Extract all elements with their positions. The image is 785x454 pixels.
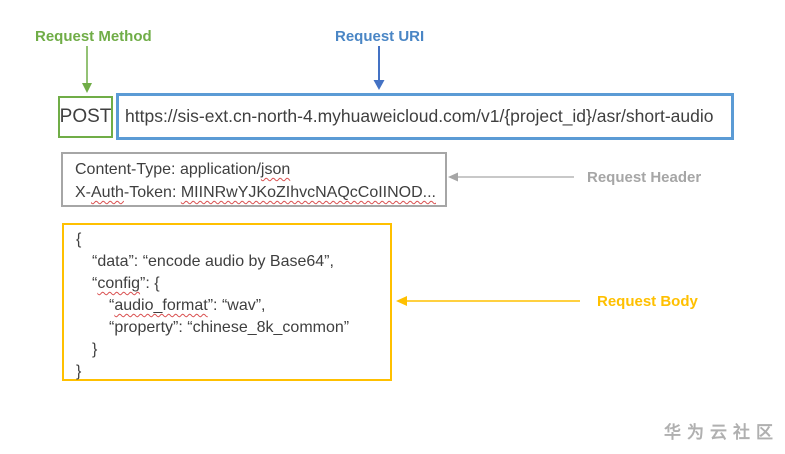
audio-format-key-text: audio_format <box>114 297 208 314</box>
code-text: “ <box>109 297 115 314</box>
request-uri-box: https://sis-ext.cn-north-4.myhuaweicloud… <box>116 93 734 140</box>
body-open-brace-line: { <box>64 229 390 251</box>
body-data-line: “data”: “encode audio by Base64”, <box>64 251 390 273</box>
request-method-box: POST <box>58 96 113 138</box>
request-method-arrow-icon <box>82 46 92 93</box>
request-header-arrow-icon <box>448 172 574 182</box>
request-body-arrow-icon <box>396 296 580 306</box>
request-uri-label: Request URI <box>335 28 425 45</box>
content-type-json: json <box>260 161 291 178</box>
code-text: “ <box>92 275 98 292</box>
body-property-line: “property”: “chinese_8k_common” <box>64 317 390 339</box>
request-method-value: POST <box>59 106 112 127</box>
code-text: { <box>76 231 82 248</box>
request-method-label: Request Method <box>35 28 152 45</box>
code-text: “property”: “chinese_8k_common” <box>109 319 350 336</box>
code-text: ”: { <box>140 275 160 292</box>
auth-prefix-text: X- <box>75 184 91 201</box>
request-uri-arrow-icon <box>373 46 385 90</box>
request-header-box: Content-Type: application/json X-Auth-To… <box>61 152 447 207</box>
auth-word-text: Auth <box>91 184 124 201</box>
body-close-brace-line: } <box>64 361 390 383</box>
code-text: “data”: “encode audio by Base64”, <box>92 253 334 270</box>
body-audio-format-line: “audio_format”: “wav”, <box>64 295 390 317</box>
request-body-label: Request Body <box>597 293 698 310</box>
auth-token-value: MIINRwYJKoZIhvcNAQcCoIINOD... <box>180 184 436 201</box>
code-text: } <box>76 363 82 380</box>
body-config-line: “config”: { <box>64 273 390 295</box>
request-header-label: Request Header <box>587 169 702 186</box>
header-content-type-line: Content-Type: application/json <box>75 158 445 181</box>
auth-mid-text: -Token: <box>123 184 181 201</box>
huawei-cloud-community-watermark: 华为云社区 <box>664 423 779 442</box>
body-inner-close-brace-line: } <box>64 339 390 361</box>
request-uri-value: https://sis-ext.cn-north-4.myhuaweicloud… <box>125 106 714 126</box>
code-text: } <box>92 341 98 358</box>
code-text: ”: “wav”, <box>207 297 266 314</box>
header-auth-token-line: X-Auth-Token: MIINRwYJKoZIhvcNAQcCoIINOD… <box>75 181 445 204</box>
content-type-text: Content-Type: application/ <box>75 161 261 178</box>
request-body-box: { “data”: “encode audio by Base64”, “con… <box>62 223 392 381</box>
config-key-text: config <box>97 275 141 292</box>
